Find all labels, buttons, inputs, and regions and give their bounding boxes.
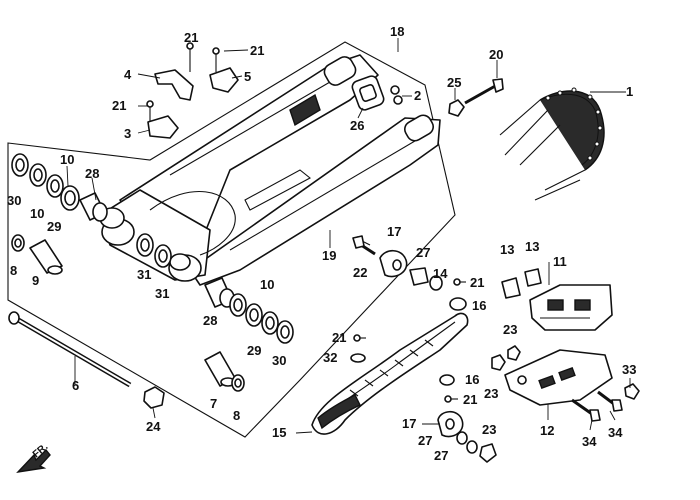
callout-27-a: 27	[416, 245, 430, 260]
chain-roller-upper	[352, 235, 443, 291]
callout-21-e: 21	[332, 330, 346, 345]
callout-17-upper: 17	[387, 224, 401, 239]
collar-and-washer	[11, 234, 63, 275]
callout-21-d: 21	[470, 275, 484, 290]
callout-34-a: 34	[582, 434, 597, 449]
right-pivot-seals	[136, 233, 172, 268]
leader-lines	[66, 38, 631, 434]
lower-pivot-stack	[204, 277, 294, 344]
nuts-23	[491, 345, 521, 371]
callout-23-c: 23	[482, 422, 496, 437]
collar-16	[449, 297, 467, 311]
callout-15: 15	[272, 425, 286, 440]
callout-29-b: 29	[247, 343, 261, 358]
callout-10-c: 10	[260, 277, 274, 292]
callout-1: 1	[626, 84, 633, 99]
callout-29-a: 29	[47, 219, 61, 234]
callout-18: 18	[390, 24, 404, 39]
callout-28-b: 28	[203, 313, 217, 328]
pivot-nut	[143, 386, 165, 409]
callout-21-c: 21	[112, 98, 126, 113]
callout-labels: 1 2 3 4 5 6 7 8 8 9 10 10 10 11 12 13 13…	[7, 24, 636, 463]
callout-32: 32	[323, 350, 337, 365]
callout-6: 6	[72, 378, 79, 393]
callout-26: 26	[350, 118, 364, 133]
callout-8-upper: 8	[10, 263, 17, 278]
adjuster-nuts	[390, 85, 403, 105]
callout-22: 22	[353, 265, 367, 280]
bushings-13	[501, 268, 542, 299]
callout-4: 4	[124, 67, 132, 82]
pivot-bolt	[8, 311, 132, 388]
swingarm	[99, 54, 441, 286]
nut-25	[448, 99, 465, 117]
callout-17-lower: 17	[402, 416, 416, 431]
chain-guide-plate	[504, 349, 613, 406]
front-direction-arrow	[16, 448, 51, 474]
bolt-20	[464, 78, 504, 105]
callout-30-b: 30	[272, 353, 286, 368]
callout-9: 9	[32, 273, 39, 288]
callout-27-b: 27	[418, 433, 432, 448]
callout-2: 2	[414, 88, 421, 103]
drive-chain	[499, 87, 605, 201]
callout-7: 7	[210, 396, 217, 411]
chain-guide-block	[529, 284, 613, 331]
callout-14: 14	[433, 266, 448, 281]
callout-5: 5	[244, 69, 251, 84]
lower-collar	[204, 351, 245, 392]
hose-guide	[209, 67, 239, 93]
brake-hose-clamp	[154, 69, 194, 101]
callout-33: 33	[622, 362, 636, 377]
bolts-34	[571, 390, 623, 422]
callout-16-upper: 16	[472, 298, 486, 313]
callout-13-b: 13	[525, 239, 539, 254]
chain-slider	[311, 312, 469, 435]
callout-16-lower: 16	[465, 372, 479, 387]
callout-23-b: 23	[484, 386, 498, 401]
callout-19: 19	[322, 248, 336, 263]
nut-33	[624, 383, 640, 400]
callout-24: 24	[146, 419, 161, 434]
callout-34-b: 34	[608, 425, 623, 440]
callout-23-a: 23	[503, 322, 517, 337]
callout-21-f: 21	[463, 392, 477, 407]
callout-3: 3	[124, 126, 131, 141]
callout-20: 20	[489, 47, 503, 62]
callout-13-a: 13	[500, 242, 514, 257]
chain-adjuster-plate	[351, 75, 385, 111]
callout-8-lower: 8	[233, 408, 240, 423]
callout-30-a: 30	[7, 193, 21, 208]
callout-11: 11	[553, 254, 567, 269]
callout-31-b: 31	[155, 286, 169, 301]
callout-12: 12	[540, 423, 554, 438]
callout-27-c: 27	[434, 448, 448, 463]
callout-10-a: 10	[60, 152, 74, 167]
collar-16-lower	[439, 374, 455, 386]
callout-28-a: 28	[85, 166, 99, 181]
left-pivot-stack	[11, 153, 108, 222]
callout-10-b: 10	[30, 206, 44, 221]
callout-25: 25	[447, 75, 461, 90]
callout-31-a: 31	[137, 267, 151, 282]
washer-32	[350, 353, 366, 363]
assembly-boundary	[7, 41, 456, 438]
bracket	[147, 115, 179, 139]
callout-21-a: 21	[184, 30, 198, 45]
chain-roller-lower	[437, 410, 497, 463]
callout-21-b: 21	[250, 43, 264, 58]
